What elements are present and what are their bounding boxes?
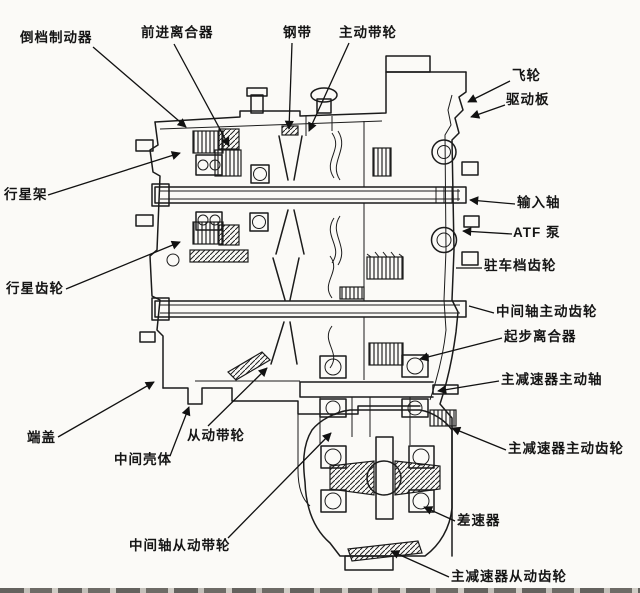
leader-end-cover (57, 381, 155, 438)
leader-steel-belt (284, 42, 294, 130)
label-drive-plate: 驱动板 (506, 92, 550, 107)
leader-forward-clutch (173, 43, 230, 147)
clutch-stacks (189, 128, 457, 427)
label-countershaft-driven-pulley: 中间轴从动带轮 (129, 538, 231, 553)
label-atf-pump: ATF 泵 (513, 225, 561, 240)
intermediate-shaft (151, 297, 467, 321)
leader-final-drive-gear (451, 426, 507, 451)
label-planet-gear: 行星齿轮 (6, 281, 64, 296)
leader-lines (47, 42, 516, 578)
label-driven-pulley: 从动带轮 (187, 428, 245, 443)
leader-drive-pulley (308, 42, 350, 132)
label-input-shaft: 输入轴 (517, 195, 561, 210)
label-parking-gear: 驻车档齿轮 (484, 258, 557, 273)
label-reverse-brake: 倒档制动器 (20, 30, 93, 45)
leader-input-shaft (469, 196, 516, 206)
label-differential: 差速器 (457, 513, 501, 528)
leader-countershaft-driven-pulley (227, 432, 332, 539)
final-drive-shaft-drawing (299, 381, 459, 398)
label-steel-belt: 钢带 (283, 25, 312, 40)
leader-final-drive-shaft (437, 380, 500, 395)
label-final-driven-gear: 主减速器从动齿轮 (451, 569, 567, 584)
label-final-drive-shaft: 主减速器主动轴 (501, 372, 603, 387)
label-planet-carrier: 行星架 (4, 187, 48, 202)
leader-differential (423, 506, 456, 522)
drive-pulley-drawing (275, 125, 343, 266)
leader-drive-plate (470, 104, 506, 119)
leader-planet-carrier (47, 151, 181, 196)
label-intermediate-housing: 中间壳体 (114, 452, 172, 467)
gearbox-housing (135, 55, 480, 557)
label-forward-clutch: 前进离合器 (141, 25, 214, 40)
leader-driven-pulley (207, 367, 268, 427)
leader-flywheel (467, 80, 511, 103)
label-end-cover: 端盖 (27, 430, 56, 445)
leader-countershaft-drive-gear (468, 305, 495, 314)
leader-planet-gear (65, 240, 181, 290)
leader-final-driven-gear (390, 550, 450, 578)
leader-start-clutch (419, 337, 503, 362)
leader-intermediate-housing (169, 406, 191, 457)
label-drive-pulley: 主动带轮 (339, 25, 397, 40)
input-shaft (151, 183, 467, 207)
differential-drawing (297, 397, 453, 571)
label-start-clutch: 起步离合器 (504, 329, 577, 344)
scan-artifact-band (0, 588, 640, 593)
label-countershaft-drive-gear: 中间轴主动齿轮 (496, 304, 598, 319)
label-final-drive-gear: 主减速器主动齿轮 (508, 441, 624, 456)
label-flywheel: 飞轮 (512, 68, 541, 83)
driven-pulley-drawing (227, 255, 335, 381)
leader-reverse-brake (92, 46, 187, 128)
leader-atf-pump (462, 226, 513, 237)
